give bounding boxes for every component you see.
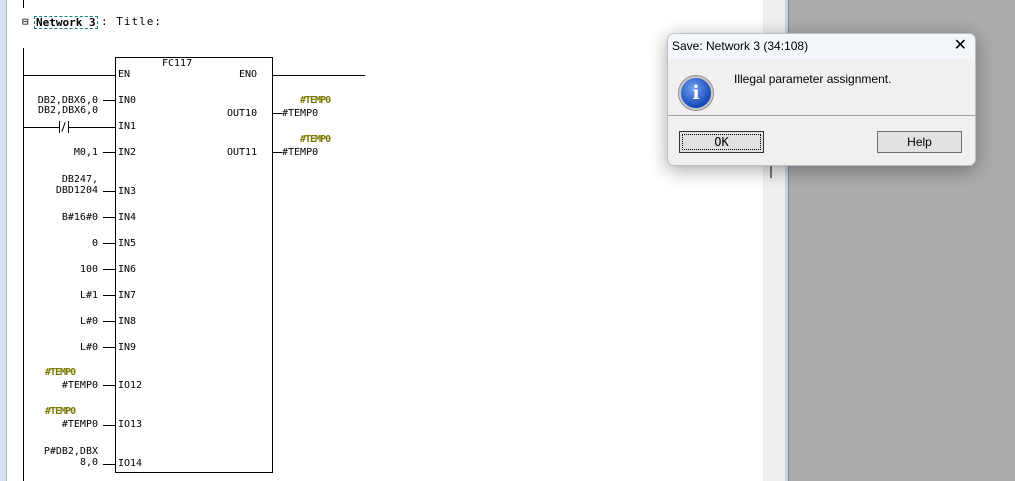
wire (23, 127, 59, 128)
out10-value[interactable]: #TEMP0 (282, 108, 319, 119)
pin-stub (272, 113, 282, 114)
info-icon: i (679, 76, 713, 110)
pin-in1: IN1 (118, 121, 137, 132)
io14-value[interactable]: P#DB2,DBX 8,0 (43, 446, 98, 468)
pin-in4: IN4 (118, 212, 137, 223)
close-icon[interactable]: ✕ (953, 37, 967, 54)
io13-error-marker: #TEMP0 (45, 406, 76, 417)
pin-in9: IN9 (118, 342, 137, 353)
in5-value[interactable]: 0 (91, 238, 98, 249)
pane-divider[interactable] (785, 0, 789, 481)
nc-contact-icon[interactable] (59, 121, 69, 133)
divider (668, 115, 975, 116)
pin-stub (272, 152, 282, 153)
in7-value[interactable]: L#1 (79, 290, 98, 301)
pin-in3: IN3 (118, 186, 137, 197)
in6-value[interactable]: 100 (79, 264, 98, 275)
block-name: FC117 (162, 58, 193, 69)
pin-in0: IN0 (118, 95, 137, 106)
out11-error-marker: #TEMP0 (300, 134, 331, 145)
pin-in2: IN2 (118, 147, 137, 158)
left-border (0, 0, 7, 481)
dialog-message: Illegal parameter assignment. (734, 72, 892, 86)
rail-previous (23, 0, 24, 8)
pin-stub (103, 295, 115, 296)
pin-eno: ENO (239, 69, 258, 80)
dialog-title[interactable]: Save: Network 3 (34:108) (668, 34, 975, 59)
io13-value[interactable]: #TEMP0 (61, 419, 98, 430)
pin-stub (103, 152, 115, 153)
network-title[interactable]: : Title: (101, 15, 162, 28)
pin-stub (103, 464, 115, 465)
out10-error-marker: #TEMP0 (300, 95, 331, 106)
eno-wire (272, 75, 365, 76)
io12-error-marker: #TEMP0 (45, 367, 76, 378)
pin-stub (103, 269, 115, 270)
pin-stub (103, 191, 115, 192)
power-rail (23, 48, 24, 481)
network-label[interactable]: Network 3 (34, 16, 98, 29)
help-button[interactable]: Help (877, 131, 962, 153)
io12-value[interactable]: #TEMP0 (61, 380, 98, 391)
in2-value[interactable]: M0,1 (73, 147, 98, 158)
pin-stub (103, 385, 115, 386)
in9-value[interactable]: L#0 (79, 342, 98, 353)
pin-stub (103, 217, 115, 218)
pin-in8: IN8 (118, 316, 137, 327)
pin-stub (103, 347, 115, 348)
en-wire (23, 75, 115, 76)
fc117-block[interactable] (115, 57, 273, 473)
ladder-editor-canvas[interactable] (7, 0, 763, 481)
pin-io14: IO14 (118, 458, 143, 469)
pin-stub (103, 243, 115, 244)
wire (69, 127, 115, 128)
collapse-icon[interactable]: ⊟ (22, 15, 29, 28)
pin-stub (103, 100, 115, 101)
out11-value[interactable]: #TEMP0 (282, 147, 319, 158)
contact-address[interactable]: DB2,DBX6,0 (38, 105, 99, 116)
pin-io12: IO12 (118, 380, 143, 391)
pin-stub (103, 321, 115, 322)
in0-value[interactable]: DB2,DBX6,0 (37, 95, 98, 106)
in3-value[interactable]: DB247, DBD1204 (55, 174, 98, 196)
pin-stub (103, 425, 115, 426)
in4-value[interactable]: B#16#0 (61, 212, 98, 223)
ok-button[interactable]: OK (679, 131, 764, 153)
pin-out11: OUT11 (227, 147, 258, 158)
pin-en: EN (118, 69, 131, 80)
pin-in5: IN5 (118, 238, 137, 249)
error-dialog: Save: Network 3 (34:108) ✕ i Illegal par… (667, 33, 976, 166)
pin-out10: OUT10 (227, 108, 258, 119)
pin-io13: IO13 (118, 419, 143, 430)
pin-in6: IN6 (118, 264, 137, 275)
in8-value[interactable]: L#0 (79, 316, 98, 327)
pin-in7: IN7 (118, 290, 137, 301)
